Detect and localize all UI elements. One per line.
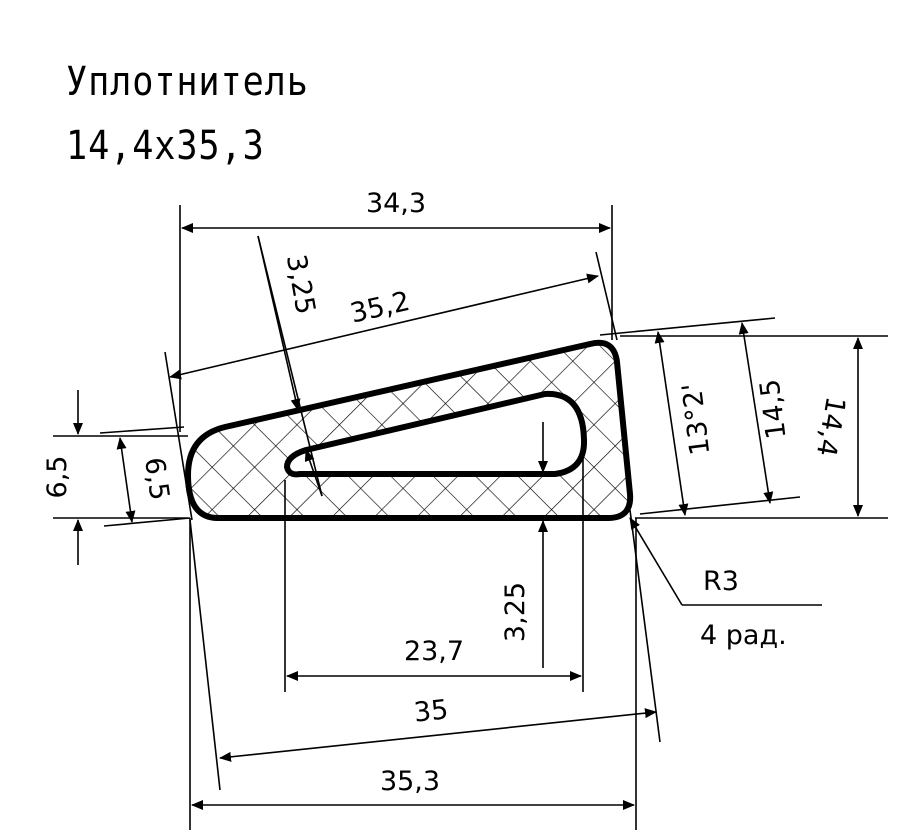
title-name: Уплотнитель [66,59,309,105]
title-size: 14,4х35,3 [66,123,265,169]
dim-right-angle: 13°2' [677,381,717,457]
dim-overall-width: 35,3 [380,766,440,797]
dim-base-slant: 35 [412,694,449,728]
seal-slot [284,390,588,478]
dim-right-slant: 14,5 [755,377,793,440]
dim-left-height-outer: 6,5 [42,456,73,499]
dim-top-width: 34,3 [366,188,426,219]
dim-wall-bottom: 3,25 [500,582,531,642]
dimension-lines [73,223,863,810]
dim-slot-length: 23,7 [404,636,464,667]
dim-wall-top: 3,25 [280,252,321,317]
dim-left-height-inner: 6,5 [138,455,175,502]
dim-slanted-length: 35,2 [347,286,413,330]
dim-radius-note: 4 рад. [700,620,787,651]
dim-overall-height: 14,4 [810,394,851,459]
dim-radius: R3 [703,566,739,597]
